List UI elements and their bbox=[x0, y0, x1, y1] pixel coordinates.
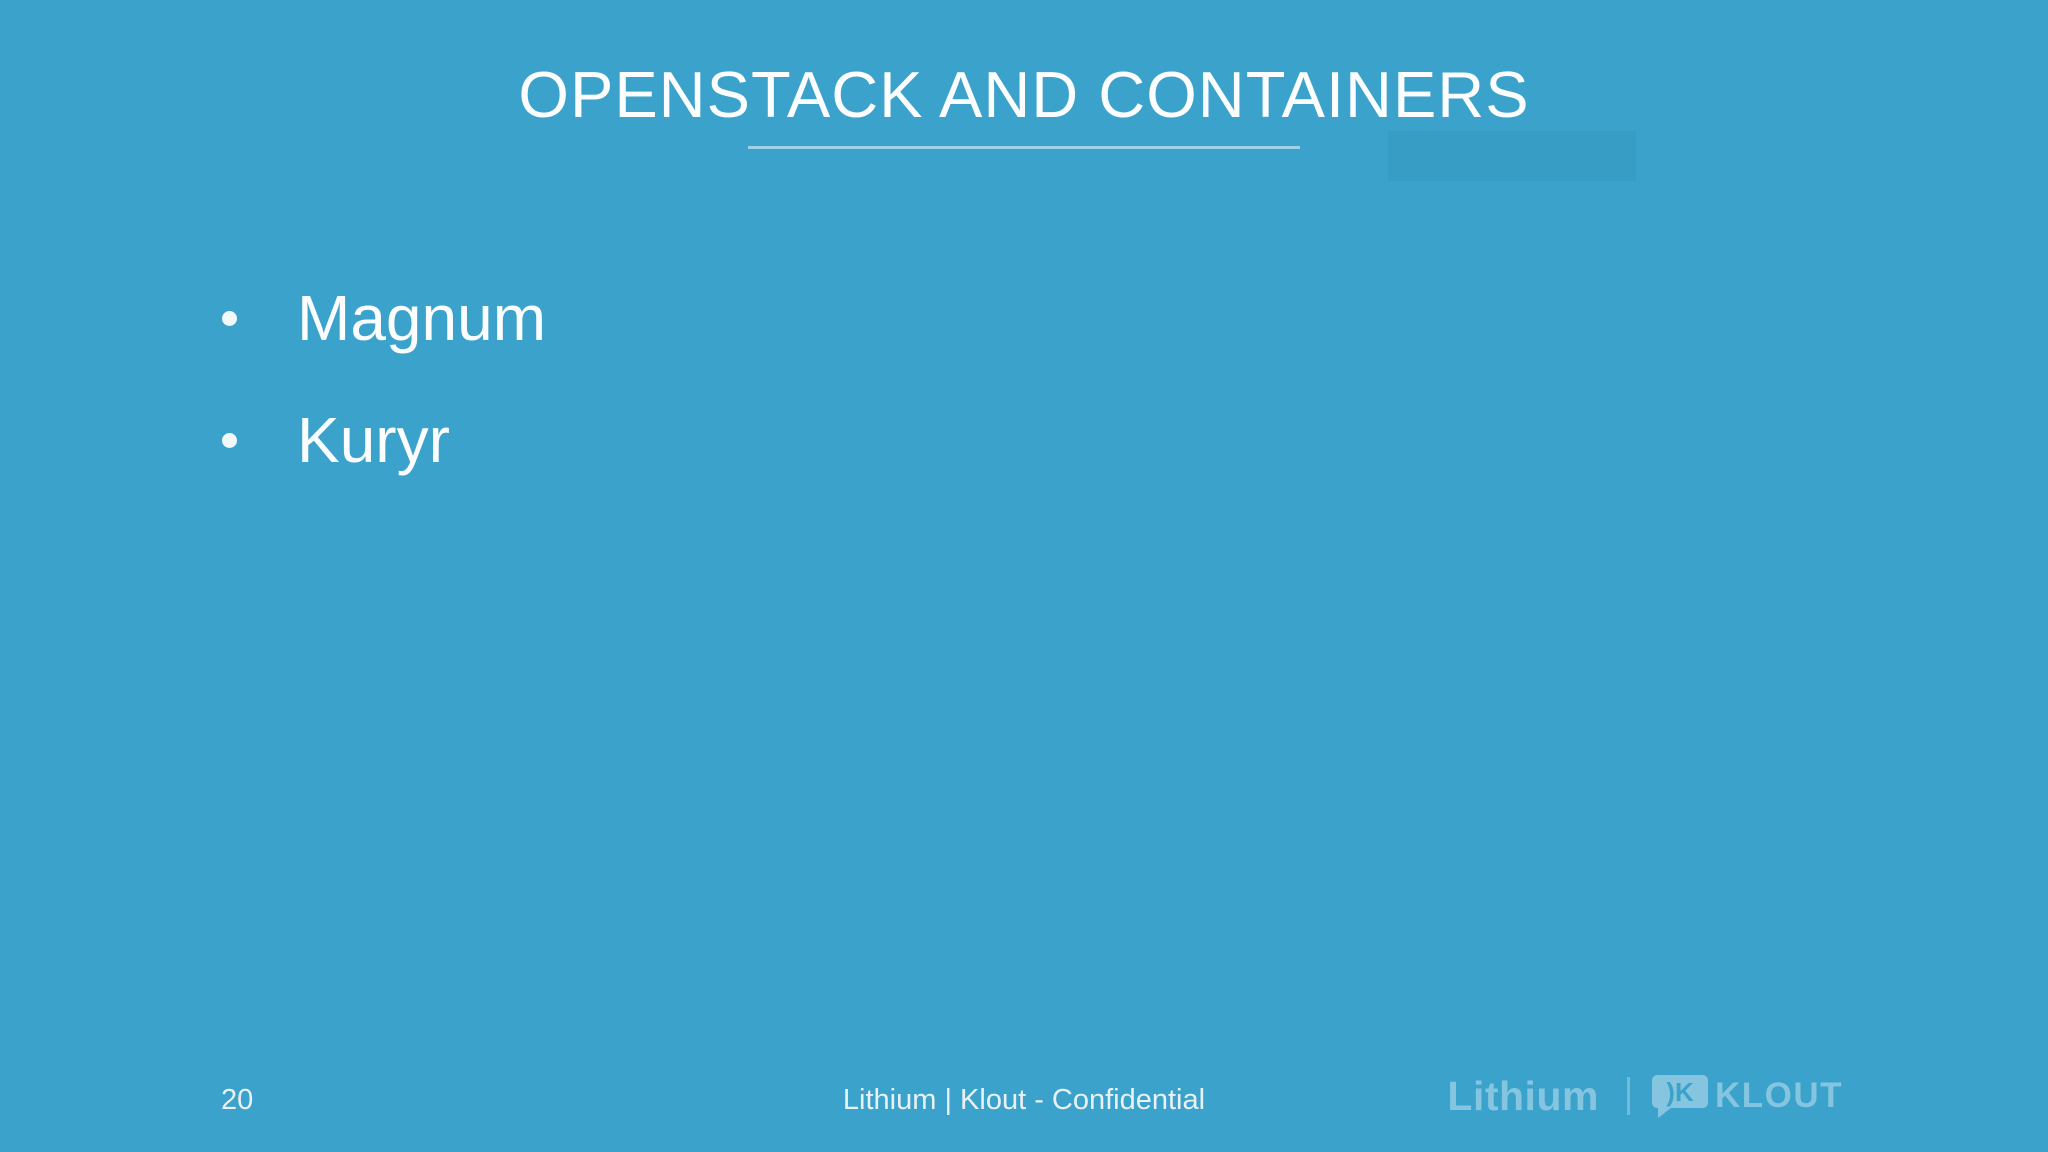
bullet-dot-icon bbox=[222, 432, 237, 448]
klout-logo: )K KLOUT bbox=[1651, 1074, 1843, 1118]
klout-icon-glyph: )K bbox=[1666, 1077, 1694, 1107]
bullet-label: Magnum bbox=[297, 282, 546, 354]
footer-logos: Lithium )K KLOUT bbox=[1447, 1072, 1843, 1120]
faint-background-artifact bbox=[1388, 131, 1636, 181]
confidential-text: Lithium | Klout - Confidential bbox=[842, 1084, 1206, 1116]
bullet-item: Magnum bbox=[222, 278, 546, 358]
bullet-label: Kuryr bbox=[297, 404, 450, 476]
bullet-dot-icon bbox=[222, 310, 237, 326]
lithium-logo: Lithium bbox=[1447, 1072, 1599, 1119]
logo-divider-bar bbox=[1626, 1077, 1630, 1115]
klout-logo-text: KLOUT bbox=[1714, 1076, 1843, 1115]
bullet-list: Magnum Kuryr bbox=[222, 278, 546, 522]
title-underline bbox=[748, 146, 1300, 149]
page-number: 20 bbox=[221, 1084, 254, 1116]
slide-title: OPENSTACK AND CONTAINERS bbox=[518, 58, 1530, 131]
klout-bubble-icon: )K bbox=[1651, 1074, 1708, 1118]
bullet-item: Kuryr bbox=[222, 400, 546, 480]
